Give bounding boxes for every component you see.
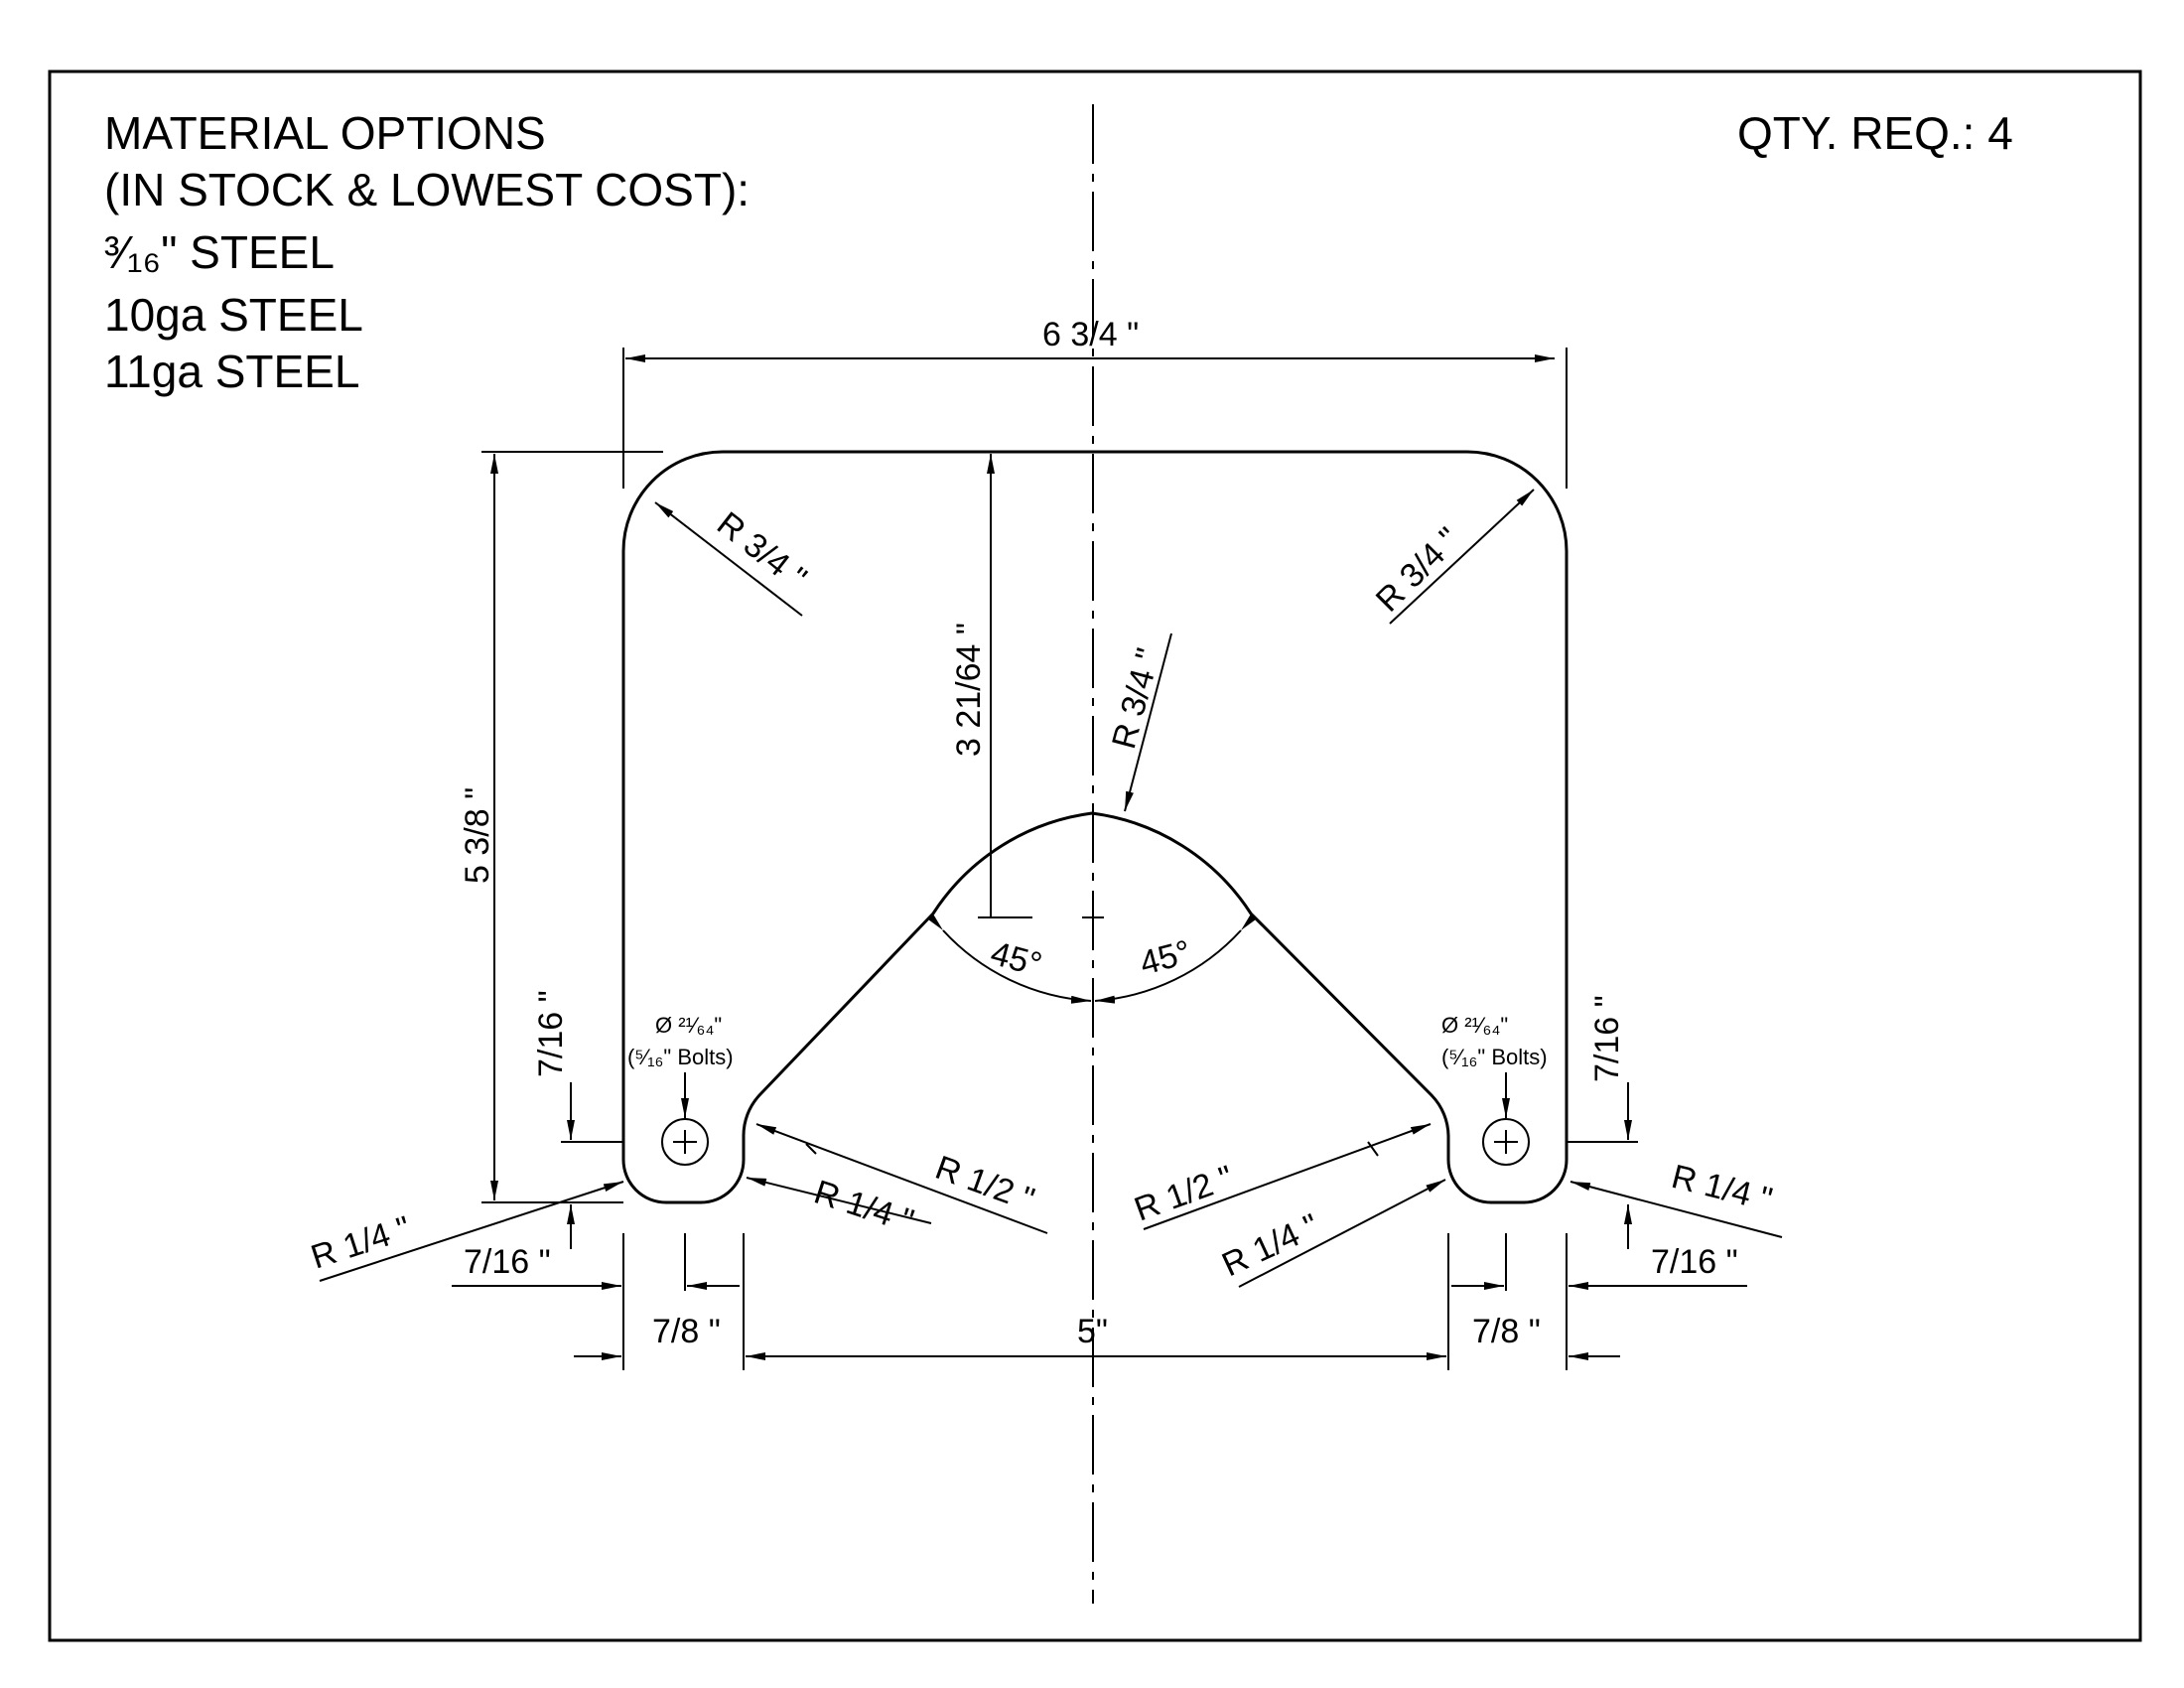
hole-left [661,1118,709,1166]
sheet-border [48,70,2142,1642]
hole-right [1482,1118,1530,1166]
hole-height-left-label: 7/16 " [532,990,570,1077]
hole-offset-left-dimension [452,1233,740,1370]
hole-height-left-dimension [561,1082,623,1249]
foot-inner-radius-left-leader [746,1177,932,1224]
part-outline [621,450,1569,1204]
notch-radius-label: R 3/4 " [1105,644,1167,753]
hole-height-right-dimension [1567,1082,1638,1249]
foot-inner-radius-right-label: R 1/4 " [1216,1206,1324,1284]
foot-width-left-dimension [574,1233,745,1370]
foot-width-left-label: 7/8 " [652,1313,721,1350]
overall-height-label: 5 3/8 " [459,787,496,884]
hole-offset-left-label: 7/16 " [464,1243,551,1281]
gap-width-dimension [746,1233,1449,1370]
foot-big-radius-left-leader [755,1123,1048,1234]
hole-height-right-label: 7/16 " [1588,995,1626,1082]
angle-right-label: 45° [1136,933,1195,983]
material-option-10ga-steel: 10ga STEEL [104,289,363,341]
foot-big-radius-right-label: R 1/2 " [1130,1159,1239,1229]
foot-width-right-label: 7/8 " [1472,1313,1541,1350]
foot-outer-radius-right-leader [1570,1181,1783,1238]
material-heading: MATERIAL OPTIONS [104,107,546,159]
hole-offset-right-dimension [1451,1233,1747,1370]
foot-big-radius-right-leader [1143,1123,1432,1230]
foot-inner-radius-right-leader [1238,1179,1446,1288]
top-left-radius-leader [654,501,803,617]
hole-offset-right-label: 7/16 " [1651,1243,1738,1281]
foot-big-radius-right-mark [1367,1141,1379,1157]
material-option-3-16-steel: ³⁄₁₆" STEEL [104,226,335,278]
top-right-radius-leader [1389,489,1535,625]
foot-outer-radius-left-leader [319,1181,624,1282]
hole-right-diameter-label: Ø ²¹⁄₆₄" [1441,1013,1508,1038]
angle-left-arc [926,913,1092,1004]
overall-width-dimension [622,348,1568,489]
overall-height-dimension [481,451,663,1203]
notch-depth-label: 3 21/64 " [950,623,988,757]
angle-left-label: 45° [987,934,1046,984]
notch-radius-leader [1124,633,1172,812]
angle-right-arc [1094,913,1258,1004]
material-subheading: (IN STOCK & LOWEST COST): [104,164,750,215]
foot-inner-radius-left-label: R 1/4 " [810,1173,918,1240]
hole-right-bolt-note: (⁵⁄₁₆" Bolts) [1441,1045,1548,1069]
hole-left-diameter-label: Ø ²¹⁄₆₄" [655,1013,722,1038]
quantity-required: QTY. REQ.: 4 [1737,107,2013,159]
gap-width-label: 5" [1077,1313,1108,1350]
foot-outer-radius-right-label: R 1/4 " [1668,1158,1776,1219]
hole-left-bolt-note: (⁵⁄₁₆" Bolts) [627,1045,734,1069]
overall-width-label: 6 3/4 " [1042,316,1139,353]
material-option-11ga-steel: 11ga STEEL [104,346,359,397]
foot-big-radius-left-mark [805,1143,817,1155]
foot-big-radius-left-label: R 1/2 " [930,1149,1039,1219]
top-right-radius-label: R 3/4 " [1369,520,1468,620]
